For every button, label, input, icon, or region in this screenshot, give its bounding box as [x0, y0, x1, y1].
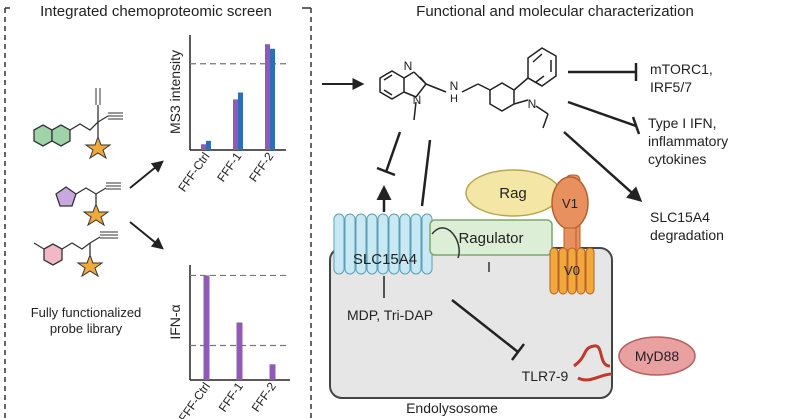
inhibit-tlr [451, 299, 525, 361]
molecule-nh-h: H [450, 93, 458, 105]
tlr-receptor [573, 344, 611, 368]
bar-fff-ctrl-s1 [201, 144, 206, 150]
endolysosome-label: Endolysosome [406, 400, 498, 416]
tlr-label: TLR7-9 [522, 368, 569, 384]
ifn-label-line3: cytokines [648, 151, 706, 167]
v1-label: V1 [562, 196, 578, 211]
tick-label-fff-1: FFF-1 [216, 379, 246, 414]
molecule-n1: N [404, 59, 413, 73]
ragulator-link [431, 227, 460, 259]
myd88-label: MyD88 [635, 348, 680, 364]
bar-fff-1-s1 [233, 99, 238, 150]
probe-pink [33, 231, 118, 278]
molecule-n3: N [528, 97, 537, 111]
arrow-to-ms3 [129, 160, 164, 189]
ragulator-complex [429, 219, 553, 256]
rag-label: Rag [499, 185, 527, 202]
v-atpase [549, 174, 595, 295]
tlr-receptor-2 [577, 372, 613, 382]
ifn-y-label: IFN-α [167, 304, 183, 339]
inhibit-mtorc [568, 63, 638, 81]
ragulator-label: Ragulator [458, 230, 523, 247]
arrow-to-degradation [563, 131, 643, 203]
tick-label-fff-2: FFF-2 [249, 379, 279, 414]
compound-structure [379, 47, 557, 129]
molecule-n2: N [413, 93, 422, 107]
mtorc-label-line2: IRF5/7 [650, 79, 692, 95]
inhibit-ifn [567, 100, 641, 135]
slc15a4-label: SLC15A4 [353, 251, 417, 268]
ms3-y-label: MS3 intensity [167, 50, 183, 134]
tick-label-fff-2: FFF-2 [246, 149, 276, 184]
right-panel-title: Functional and molecular characterizatio… [416, 3, 694, 20]
degradation-label-line1: SLC15A4 [650, 209, 710, 225]
bar-fff-2-s2 [270, 48, 275, 150]
bar-fff-1-s1 [236, 322, 243, 380]
probe-green [33, 88, 123, 160]
left-panel-title: Integrated chemoproteomic screen [40, 3, 272, 20]
line-to-ragulator [420, 139, 432, 207]
library-caption-line1: Fully functionalized [31, 305, 142, 320]
bar-fff-2-s1 [269, 364, 276, 380]
tick-label-fff-ctrl: FFF-Ctrl [176, 380, 213, 419]
myd88-adapter [618, 336, 696, 376]
tick-label-fff-ctrl: FFF-Ctrl [175, 150, 212, 195]
mdp-label: MDP, Tri-DAP [347, 307, 433, 323]
library-caption-line2: probe library [50, 321, 123, 336]
degradation-label-line2: degradation [650, 227, 724, 243]
bar-fff-ctrl-s1 [203, 275, 210, 380]
arrow-to-ifn [129, 221, 164, 250]
probe-purple [55, 182, 121, 227]
ifn-label-line1: Type I IFN, [648, 115, 716, 131]
bar-fff-2-s1 [265, 44, 270, 151]
ifn-label-line2: inflammatory [648, 133, 728, 149]
v0-label: V0 [564, 263, 580, 278]
bar-fff-1-s2 [238, 92, 243, 150]
molecule-nh-n: N [450, 79, 459, 93]
tick-label-fff-1: FFF-1 [214, 149, 244, 184]
bar-fff-ctrl-s2 [206, 140, 211, 150]
mtorc-label-line1: mTORC1, [650, 61, 713, 77]
inhibit-slc15a4 [376, 131, 402, 177]
slc15a4-transporter [333, 213, 433, 275]
